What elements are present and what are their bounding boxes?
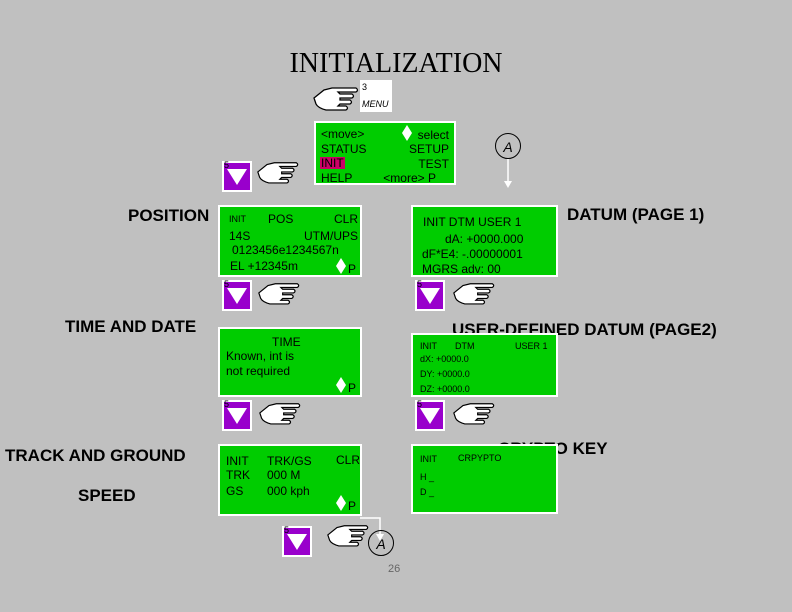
pos-p: P xyxy=(348,262,357,276)
pos-init: INIT xyxy=(229,214,246,224)
position-screen: INIT POS CLR 14S UTM/UPS 0123456e1234567… xyxy=(218,205,362,277)
label-datum: DATUM (PAGE 1) xyxy=(567,205,705,224)
down-button[interactable]: 5 xyxy=(415,279,445,311)
menu-key[interactable]: 3 MENU xyxy=(360,80,392,112)
time-p: P xyxy=(348,381,357,395)
menu-move: <move> xyxy=(321,127,365,141)
track-clr: CLR xyxy=(336,453,361,467)
track-speed-screen: INIT TRK/GS CLR TRK 000 M GS 000 kph P xyxy=(218,444,362,516)
down-arrow-icon xyxy=(420,288,440,304)
menu-select: select xyxy=(417,128,449,142)
udatum-dtm: DTM xyxy=(455,341,475,351)
track-title: TRK/GS xyxy=(267,454,312,468)
down-arrow-icon xyxy=(287,534,307,550)
diamond-icon xyxy=(336,377,346,393)
udatum-dy: DY: +0000.0 xyxy=(420,369,470,379)
menu-screen: <move> STATUS INIT HELP select SETUP TES… xyxy=(314,121,456,185)
diamond-icon xyxy=(402,125,412,141)
udatum-dx: dX: +0000.0 xyxy=(420,354,469,364)
track-gs: GS xyxy=(226,484,244,498)
pos-zone: 14S xyxy=(229,229,251,243)
page-title: INITIALIZATION xyxy=(289,48,503,79)
down-button[interactable]: 5 xyxy=(222,399,252,431)
menu-more: <more> P xyxy=(383,171,436,185)
pos-title: POS xyxy=(268,212,294,226)
pointing-hand-icon xyxy=(327,525,369,547)
pointing-hand-icon xyxy=(453,403,495,425)
crypto-label: CRPYPTO xyxy=(458,453,502,463)
user-datum-screen: INIT DTM USER 1 dX: +0000.0 DY: +0000.0 … xyxy=(411,333,558,397)
pointing-hand-icon xyxy=(258,283,300,305)
pointing-hand-icon xyxy=(313,87,359,111)
menu-key-label: MENU xyxy=(362,99,389,109)
datum-screen: INIT DTM USER 1 dA: +0000.000 dF*E4: -.0… xyxy=(411,205,558,277)
down-arrow-icon xyxy=(227,169,247,185)
track-trk-value: 000 M xyxy=(267,468,301,482)
down-button[interactable]: 5 xyxy=(222,279,252,311)
connector-a-top: A xyxy=(495,133,521,159)
time-line2: Known, int is xyxy=(226,349,295,363)
label-position: POSITION xyxy=(128,206,210,225)
menu-status: STATUS xyxy=(321,142,367,156)
track-trk: TRK xyxy=(226,468,250,482)
datum-mgrs: MGRS adv: 00 xyxy=(422,262,501,276)
connector-a-bottom: A xyxy=(368,530,394,556)
menu-help: HELP xyxy=(321,171,353,185)
udatum-init: INIT xyxy=(420,341,437,351)
label-speed: SPEED xyxy=(78,486,136,505)
down-button[interactable]: 5 xyxy=(222,160,252,192)
menu-test: TEST xyxy=(418,157,449,171)
pos-coords: 0123456e1234567n xyxy=(232,243,339,257)
datum-da: dA: +0000.000 xyxy=(445,232,524,246)
datum-header: INIT DTM USER 1 xyxy=(423,215,522,229)
track-p: P xyxy=(348,499,357,513)
track-init: INIT xyxy=(226,454,249,468)
datum-df: dF*E4: -.00000001 xyxy=(422,247,523,261)
down-arrow-icon xyxy=(420,408,440,424)
pointing-hand-icon xyxy=(257,162,299,184)
udatum-user: USER 1 xyxy=(515,341,548,351)
diamond-icon xyxy=(336,495,346,511)
time-line3: not required xyxy=(226,364,291,378)
down-arrow-icon xyxy=(227,408,247,424)
menu-setup: SETUP xyxy=(408,142,449,156)
label-track-speed: TRACK AND GROUND xyxy=(5,446,186,465)
menu-init-highlight: INIT xyxy=(320,156,345,170)
page-number: 26 xyxy=(388,563,401,575)
track-gs-value: 000 kph xyxy=(267,484,310,498)
pos-utm: UTM/UPS xyxy=(304,229,358,243)
udatum-dz: DZ: +0000.0 xyxy=(420,384,470,394)
time-screen: TIME Known, int is not required P xyxy=(218,327,362,397)
arrow-down-icon xyxy=(504,159,512,188)
crypto-screen: INIT CRPYPTO H _ D _ xyxy=(411,444,558,514)
label-time-date: TIME AND DATE xyxy=(65,317,197,336)
time-line1: TIME xyxy=(272,335,301,349)
pos-clr: CLR xyxy=(334,212,359,226)
crypto-init: INIT xyxy=(420,454,437,464)
pointing-hand-icon xyxy=(259,403,301,425)
diamond-icon xyxy=(336,258,346,274)
down-button[interactable]: 5 xyxy=(282,525,312,557)
pointing-hand-icon xyxy=(453,283,495,305)
down-button[interactable]: 5 xyxy=(415,399,445,431)
crypto-h: H _ xyxy=(420,472,435,482)
crypto-d: D _ xyxy=(420,487,435,497)
pos-elevation: EL +12345m xyxy=(230,259,298,273)
menu-key-number: 3 xyxy=(362,82,368,92)
down-arrow-icon xyxy=(227,288,247,304)
